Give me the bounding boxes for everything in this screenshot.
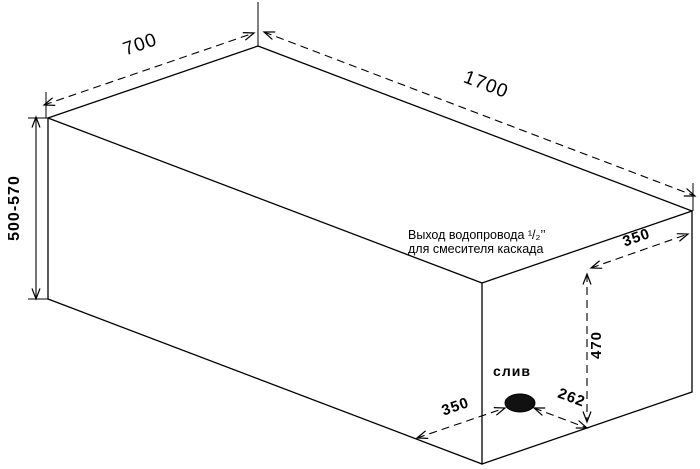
- edge-bottom-front-left: [47, 298, 483, 465]
- dimension-width-700: 700: [42, 2, 259, 118]
- outlet-note: Выход водопровода ¹/₂’’ для смесителя ка…: [408, 228, 546, 256]
- outlet-note-line1: Выход водопровода ¹/₂’’: [408, 228, 546, 242]
- dimension-label-drain-350: 350: [440, 394, 472, 419]
- dimension-line-700: [42, 32, 256, 106]
- dimension-drain-offset-350: 350: [415, 394, 507, 439]
- dimension-drain-offset-262: 262: [532, 385, 589, 429]
- outlet-note-line2: для смесителя каскада: [408, 242, 543, 256]
- tub-outline: [47, 45, 693, 465]
- edge-top-front-right: [481, 210, 693, 284]
- dimension-height-500-570: 500-570: [6, 115, 48, 301]
- dimension-label-700: 700: [120, 29, 160, 60]
- edge-top-back-left: [47, 45, 259, 119]
- dimension-label-1700: 1700: [461, 67, 512, 103]
- dimension-line-drain-350: [415, 407, 507, 439]
- dimension-outlet-height-470: 470: [582, 272, 605, 424]
- edge-top-front-left: [47, 117, 483, 284]
- dimension-label-drain-262: 262: [555, 385, 587, 411]
- drain-hole: [504, 393, 536, 413]
- dimension-line-drain-262: [532, 407, 589, 429]
- dimension-label-470: 470: [588, 331, 605, 359]
- dimension-line-outlet-350: [589, 233, 690, 269]
- drain-label: слив: [493, 363, 531, 379]
- dimension-line-1700: [262, 31, 697, 197]
- drain: слив: [493, 363, 536, 413]
- dimension-label-height: 500-570: [6, 175, 23, 241]
- dimension-label-outlet-350: 350: [621, 225, 653, 250]
- dimension-outlet-offset-350: 350: [589, 225, 690, 269]
- dimension-length-1700: 1700: [262, 31, 697, 211]
